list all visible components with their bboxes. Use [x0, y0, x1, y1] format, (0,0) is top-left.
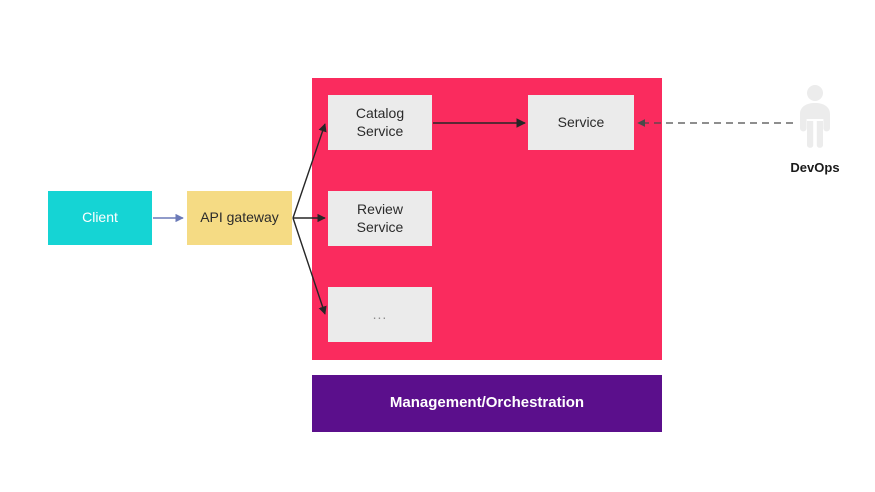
person-icon — [800, 85, 830, 148]
catalog-service-label-line1: Catalog — [355, 105, 405, 121]
api-gateway-node[interactable]: API gateway — [187, 191, 292, 245]
client-node[interactable]: Client — [48, 191, 152, 245]
catalog-service-label-line2: Service — [356, 122, 404, 139]
client-label: Client — [82, 209, 118, 226]
review-service-label-line1: Review — [357, 201, 403, 217]
devops-label: DevOps — [790, 160, 840, 175]
more-services-label: ... — [372, 305, 388, 322]
review-service-node[interactable]: Review Service — [328, 191, 432, 246]
catalog-service-label: Catalog Service — [356, 105, 404, 140]
review-service-label: Review Service — [357, 201, 404, 236]
review-service-label-line2: Service — [356, 218, 404, 235]
more-services-node[interactable]: ... — [328, 287, 432, 342]
service-label: Service — [557, 113, 605, 130]
catalog-service-node[interactable]: Catalog Service — [328, 95, 432, 150]
management-orchestration-label: Management/Orchestration — [389, 394, 585, 412]
api-gateway-label: API gateway — [200, 209, 279, 226]
devops-actor[interactable]: DevOps — [772, 84, 858, 179]
management-orchestration-bar[interactable]: Management/Orchestration — [312, 375, 662, 432]
service-node[interactable]: Service — [528, 95, 634, 150]
